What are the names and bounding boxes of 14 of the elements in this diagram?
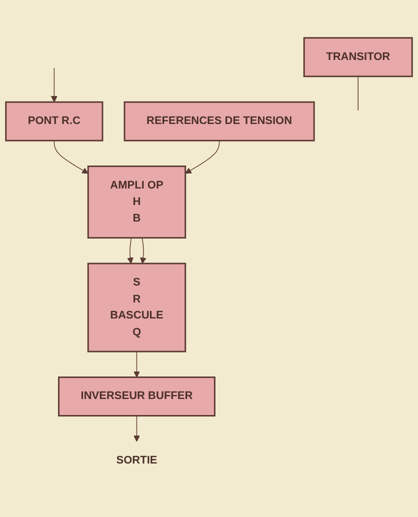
node-box: TRANSITOR xyxy=(303,36,413,77)
node-box: S R BASCULE Q xyxy=(87,262,186,352)
arrow xyxy=(127,237,134,264)
arrow xyxy=(50,67,58,102)
node-box: INVERSEUR BUFFER xyxy=(58,376,216,416)
node-box: PONT R.C xyxy=(5,100,104,141)
arrow xyxy=(134,350,140,378)
arrow xyxy=(140,237,146,264)
node-text: SORTIE xyxy=(116,453,158,466)
arrow xyxy=(185,140,220,174)
arrow xyxy=(54,140,88,174)
arrow xyxy=(134,414,140,442)
node-box: REFERENCES DE TENSION xyxy=(124,100,315,141)
node-box: AMPLI OP H B xyxy=(87,165,186,238)
